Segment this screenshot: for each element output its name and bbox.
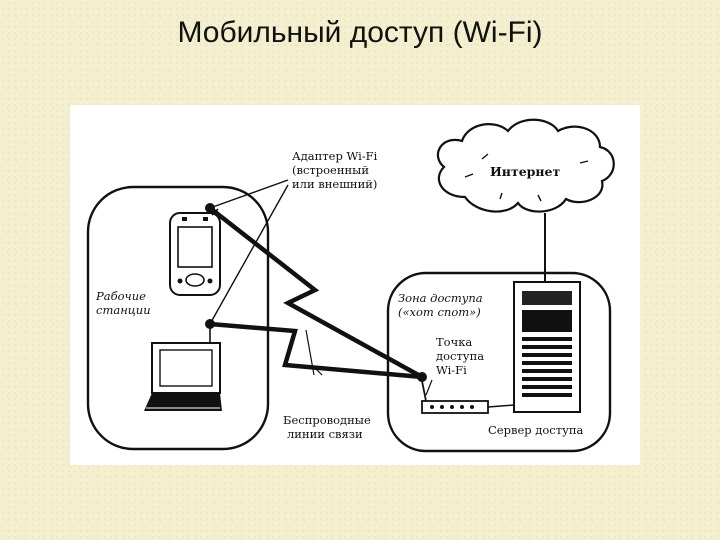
internet-cloud-icon (436, 118, 615, 213)
access-point-icon (417, 372, 515, 414)
server-icon (513, 281, 581, 413)
pda-icon (169, 203, 221, 296)
access-point-label: Точка доступа Wi-Fi (436, 335, 485, 377)
slide-title: Мобильный доступ (Wi-Fi) (177, 16, 543, 49)
diagram-drawing (86, 118, 615, 453)
wireless-link-pda (208, 206, 424, 379)
workstations-zone (86, 185, 270, 451)
workstations-label: Рабочие станции (96, 289, 151, 317)
hotspot-label: Зона доступа («хот спот») (398, 291, 483, 319)
server-label: Сервер доступа (488, 423, 584, 437)
internet-label: Интернет (490, 164, 561, 179)
network-diagram: Адаптер Wi-Fi (встроенный или внешний) И… (70, 105, 640, 465)
wireless-label: Беспроводные линии связи (283, 413, 371, 441)
adapter-label: Адаптер Wi-Fi (встроенный или внешний) (292, 149, 378, 191)
wireless-link-laptop (209, 321, 423, 380)
laptop-icon (144, 319, 222, 411)
